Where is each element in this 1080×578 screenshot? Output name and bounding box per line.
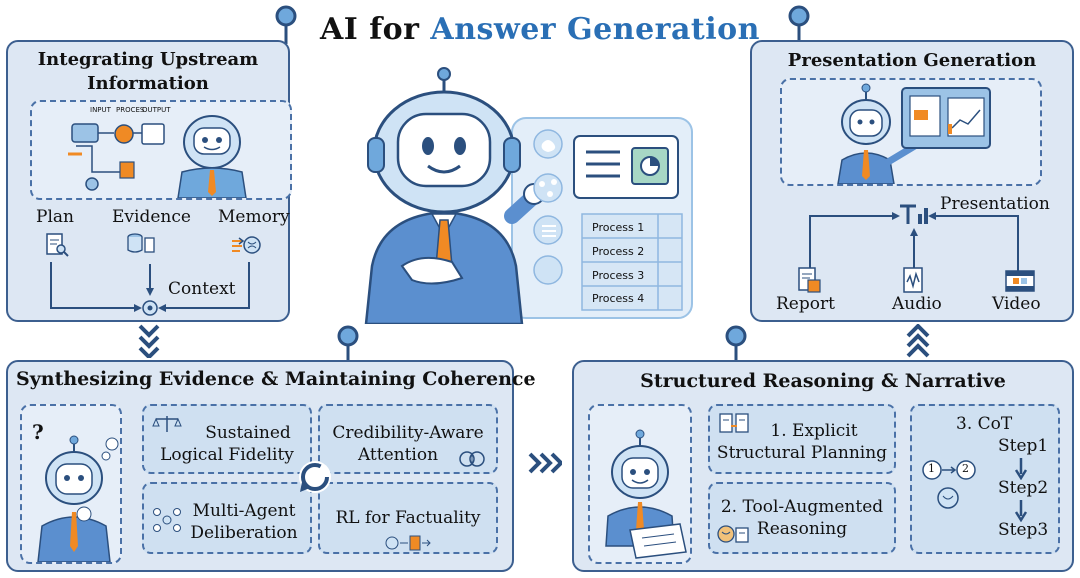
chevron-up-icon <box>906 324 930 358</box>
context-label: Context <box>168 279 236 299</box>
illustration-output: OUTPUT <box>142 106 171 114</box>
multiagent-line1: Multi-Agent <box>192 501 296 521</box>
writing-robot-icon <box>605 429 687 559</box>
cycle-arrow-icon <box>299 461 331 493</box>
presentation-title: Presentation Generation <box>787 50 1037 71</box>
scales-icon <box>152 416 182 432</box>
tool-box: 2. Tool-Augmented Reasoning <box>708 482 896 554</box>
video-icon <box>1005 270 1035 292</box>
thinking-robot-box: ? <box>20 404 122 564</box>
step-2: Step2 <box>998 478 1049 498</box>
cot-node-icon <box>922 460 976 509</box>
upstream-title-line2: Information <box>87 73 209 94</box>
synthesizing-panel: Synthesizing Evidence & Maintaining Cohe… <box>6 360 536 572</box>
question-mark: ? <box>32 420 44 444</box>
plan-label: Plan <box>36 207 74 227</box>
report-icon <box>798 267 821 293</box>
network-icon <box>533 173 563 203</box>
step-3: Step3 <box>998 520 1049 540</box>
credibility-line1: Credibility-Aware <box>332 423 484 443</box>
explicit-line1: 1. Explicit <box>770 421 858 441</box>
sustained-line1: Sustained <box>205 423 291 443</box>
center-robot-illustration <box>364 67 693 324</box>
tool-line2: Reasoning <box>756 519 848 539</box>
chevron-right-icon <box>528 452 562 474</box>
credibility-box: Credibility-Aware Attention <box>318 404 498 474</box>
illustration-process: PROCES <box>116 106 145 114</box>
title-highlight: Answer Generation <box>430 12 760 47</box>
cot-label: 3. CoT <box>956 414 1013 434</box>
database-icon <box>127 233 155 253</box>
process-1: Process 1 <box>592 221 645 234</box>
robot-flowchart-icon <box>68 115 247 199</box>
planning-document-icon <box>719 413 749 433</box>
upstream-title-line1: Integrating Upstream <box>37 49 259 70</box>
step-1: Step1 <box>998 436 1049 456</box>
thinking-robot-icon <box>37 435 119 563</box>
cot-box: 3. CoT 1 2 Step1 Step2 Step3 <box>910 404 1060 554</box>
video-label: Video <box>992 294 1041 314</box>
memory-brain-icon <box>232 236 261 254</box>
pin-icon <box>275 5 297 44</box>
sustained-line2: Logical Fidelity <box>160 445 294 465</box>
multi-agent-icon <box>153 508 181 532</box>
rl-box: RL for Factuality <box>318 482 498 554</box>
process-4: Process 4 <box>592 292 645 305</box>
explicit-box: 1. Explicit Structural Planning <box>708 404 896 474</box>
report-label: Report <box>776 294 835 314</box>
node-2: 2 <box>962 462 969 475</box>
multiagent-box: Multi-Agent Deliberation <box>142 482 312 554</box>
presentation-label: Presentation <box>940 194 1050 214</box>
multiagent-line2: Deliberation <box>190 523 298 543</box>
process-3: Process 3 <box>592 269 645 282</box>
title-prefix: AI for <box>319 12 420 47</box>
memory-label: Memory <box>218 207 290 227</box>
tool-brain-icon <box>717 525 749 543</box>
arrow-down-icon <box>1014 500 1028 522</box>
presentation-illustration <box>780 78 1042 186</box>
credibility-line2: Attention <box>357 445 439 465</box>
pin-icon <box>337 325 359 364</box>
document-search-icon <box>46 233 69 257</box>
chevron-down-icon <box>138 324 160 358</box>
pin-icon <box>725 325 747 364</box>
synthesizing-title: Synthesizing Evidence & Maintaining Cohe… <box>16 368 536 390</box>
writing-robot-box <box>588 404 692 564</box>
presentation-hub-icon <box>900 204 928 224</box>
pin-icon <box>788 5 810 44</box>
structured-title: Structured Reasoning & Narrative <box>640 370 1006 392</box>
attention-icon <box>459 451 485 467</box>
structured-panel: Structured Reasoning & Narrative 1. Expl… <box>572 360 1074 572</box>
upstream-illustration: INPUT PROCES OUTPUT <box>30 100 292 200</box>
rl-label: RL for Factuality <box>335 508 481 528</box>
audio-icon <box>903 267 923 293</box>
presentation-flow-arrows <box>809 204 1019 280</box>
arrow-down-icon <box>1014 458 1028 480</box>
robot-presenting-icon <box>837 83 991 185</box>
evidence-label: Evidence <box>112 207 191 227</box>
tool-line1: 2. Tool-Augmented <box>720 497 884 517</box>
process-2: Process 2 <box>592 245 645 258</box>
sustained-box: Sustained Logical Fidelity <box>142 404 312 474</box>
main-title: AI for Answer Generation <box>0 12 1080 47</box>
presentation-panel: Presentation Generation Presentation <box>750 40 1074 322</box>
node-1: 1 <box>928 462 935 475</box>
upstream-panel: Integrating Upstream Information INPUT P… <box>6 40 292 322</box>
context-flow-arrows <box>50 262 250 316</box>
robot-factcheck-icon <box>385 535 431 551</box>
audio-label: Audio <box>892 294 942 314</box>
explicit-line2: Structural Planning <box>716 443 888 463</box>
illustration-input: INPUT <box>90 106 111 114</box>
